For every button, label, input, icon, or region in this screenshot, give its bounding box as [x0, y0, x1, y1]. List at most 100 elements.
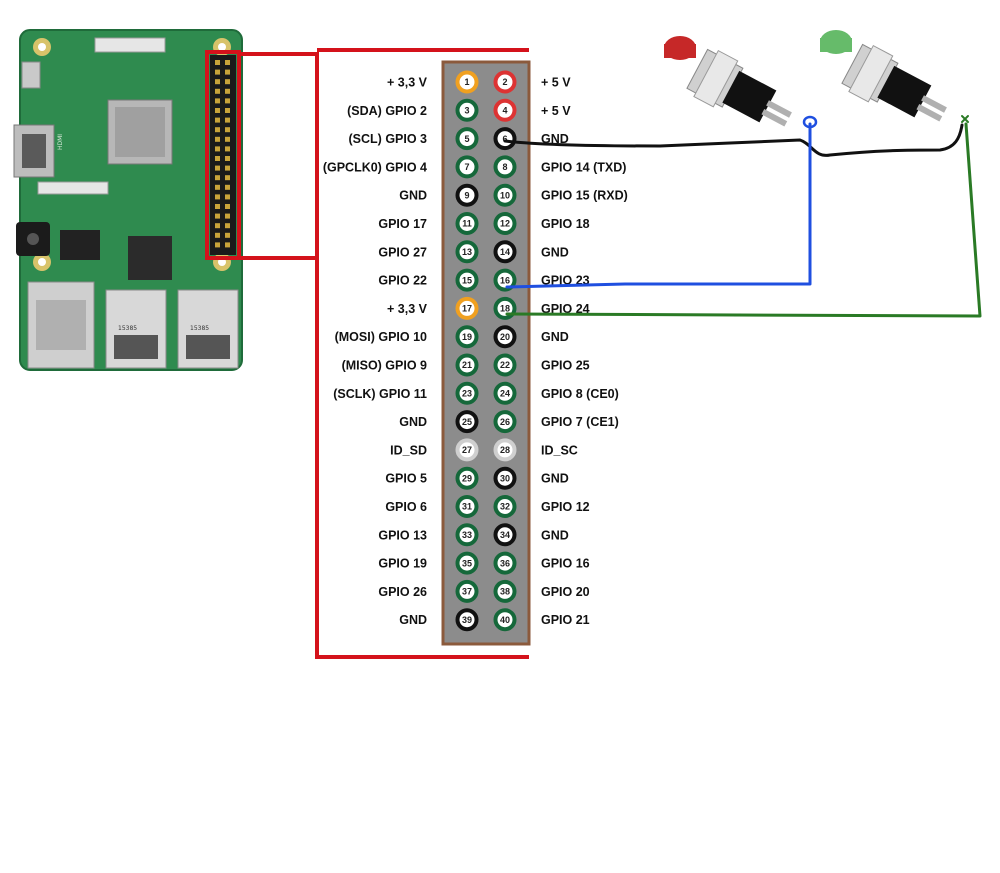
pin-circle: [455, 268, 479, 292]
pin-number: 20: [500, 332, 510, 342]
pin-number: 14: [500, 247, 510, 257]
pin-label-left: + 3,3 V: [387, 76, 428, 90]
pin-label-left: GPIO 13: [378, 528, 427, 542]
pin-number: 31: [462, 502, 472, 512]
pin-label-right: GPIO 20: [541, 585, 590, 599]
pin-21: 21(MISO) GPIO 9: [342, 353, 479, 377]
board-header-pin: [215, 242, 220, 248]
pin-circle: [493, 212, 517, 235]
board-header-pin: [225, 204, 230, 209]
blue-wire-joint: [802, 115, 818, 129]
pin-circle: [455, 183, 479, 207]
raspberry-pi-board: HDMI 15385 15385: [13, 29, 243, 371]
pin-circle: [455, 579, 479, 603]
pin-circle: [493, 268, 517, 292]
pin-1: 1 + 3,3 V: [387, 70, 479, 94]
pin-label-right: GPIO 8 (CE0): [541, 387, 619, 401]
pin-number: 1: [464, 77, 469, 87]
pin-circle: [455, 240, 479, 264]
pin-label-right: GPIO 18: [541, 217, 590, 231]
wire-gnd-black: [503, 123, 964, 157]
pin-label-left: GND: [399, 613, 427, 627]
pin-circle: [493, 325, 517, 349]
pin-number: 2: [502, 77, 507, 87]
pin-29: 29 GPIO 5: [385, 466, 479, 490]
board-header-pin: [215, 117, 220, 123]
pin-circle: [455, 438, 479, 462]
pin-number: 29: [462, 473, 472, 483]
pin-2: 2+ 5 V: [493, 70, 571, 94]
pin-35: 35 GPIO 19: [378, 551, 479, 575]
pin-circle: [455, 70, 479, 94]
pin-circle: [493, 70, 517, 94]
pin-circle: [455, 495, 479, 518]
push-button-green: [820, 30, 947, 122]
pin-label-left: (SCL) GPIO 3: [349, 132, 428, 146]
pin-label-left: GPIO 27: [378, 245, 427, 259]
board-header-pin: [225, 156, 230, 161]
pin-number: 21: [462, 360, 472, 370]
highlight-frame: [205, 48, 529, 659]
pin-number: 33: [462, 530, 472, 540]
pin-label-left: GPIO 5: [385, 472, 427, 486]
pin-circle: [455, 551, 479, 575]
pin-number: 3: [464, 106, 469, 116]
pin-number: 4: [502, 106, 507, 116]
board-header-pin: [215, 204, 220, 209]
board-header-pin: [225, 165, 230, 171]
pin-3: 3(SDA) GPIO 2: [347, 98, 479, 122]
board-header-pin: [225, 242, 230, 248]
pin-5: 5(SCL) GPIO 3: [349, 127, 479, 151]
pin-label-right: GPIO 14 (TXD): [541, 160, 626, 174]
board-header-pin: [215, 223, 220, 229]
pin-8: 8 GPIO 14 (TXD): [493, 155, 626, 179]
pin-circle: [455, 608, 479, 632]
board-header-pin: [225, 194, 230, 200]
board-header-pin: [225, 213, 230, 219]
board-header-pin: [225, 146, 230, 152]
pin-label-right: GPIO 21: [541, 613, 590, 627]
pin-label-left: GPIO 19: [378, 557, 427, 571]
pin-23: 23(SCLK) GPIO 11: [333, 381, 479, 405]
pin-label-right: GPIO 24: [541, 302, 590, 316]
pin-circle: [493, 127, 517, 151]
pin-circle: [493, 466, 517, 490]
pin-number: 26: [500, 417, 510, 427]
board-header-pin: [215, 165, 220, 171]
pin-number: 8: [502, 162, 507, 172]
pin-17: 17 + 3,3 V: [387, 296, 479, 320]
pin-number: 16: [500, 275, 510, 285]
pin-label-right: + 5 V: [541, 104, 571, 118]
pin-19: 19(MOSI) GPIO 10: [335, 325, 479, 349]
pin-number: 18: [500, 304, 510, 314]
pin-circle: [493, 353, 517, 377]
pin-number: 39: [462, 615, 472, 625]
pin-number: 17: [462, 304, 472, 314]
pin-circle: [455, 353, 479, 377]
pin-circle: [493, 98, 517, 122]
pin-circle: [493, 410, 517, 434]
usb-a-label: 15385: [118, 325, 137, 332]
pin-circle: [455, 212, 479, 235]
pin-label-left: (GPCLK0) GPIO 4: [323, 160, 427, 174]
pin-number: 35: [462, 558, 472, 568]
hdmi-silkscreen: HDMI: [57, 134, 64, 150]
gpio-header-body: [441, 60, 531, 646]
pin-number: 7: [464, 162, 469, 172]
board-header-pin: [215, 98, 220, 104]
pin-label-left: + 3,3 V: [387, 302, 428, 316]
pin-label-left: GPIO 17: [378, 217, 427, 231]
pin-circle: [455, 127, 479, 151]
pin-label-right: GPIO 7 (CE1): [541, 415, 619, 429]
pin-circle: [493, 438, 517, 462]
